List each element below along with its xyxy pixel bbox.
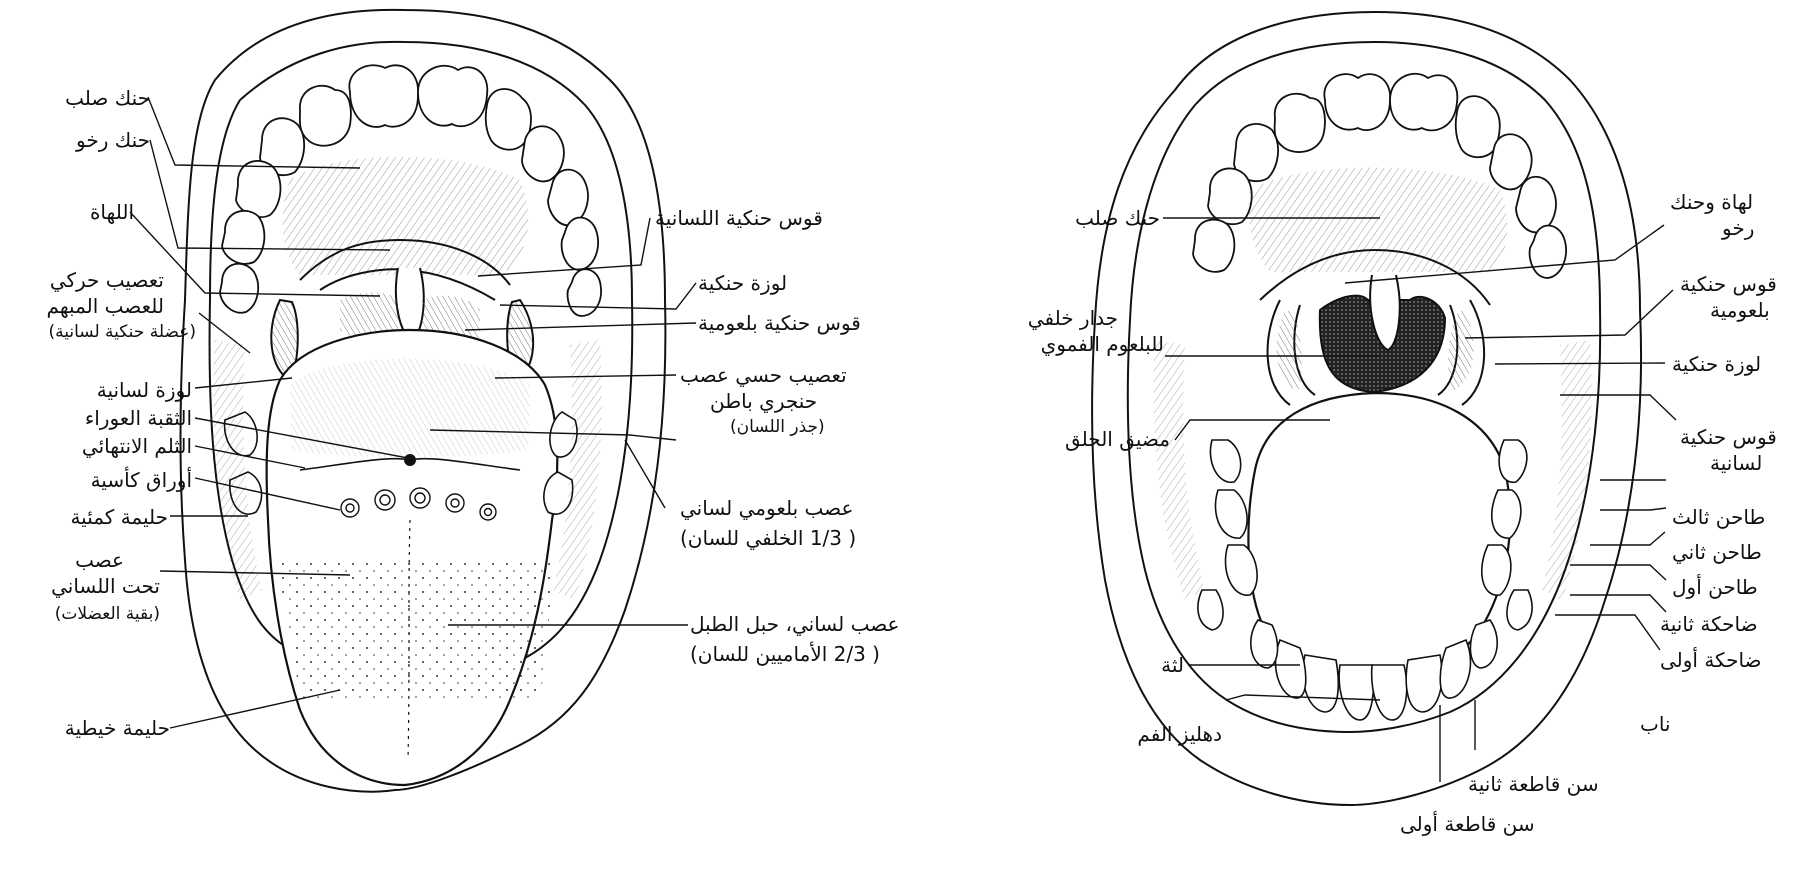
left-label-uvula: اللهاة [89, 200, 134, 224]
left-label-sensory-2: حنجري باطن [710, 389, 818, 413]
left-label-hypoglossal-3: (بقية العضلات) [54, 604, 160, 624]
right-label-lateral-incisor: سن قاطعة ثانية [1468, 772, 1599, 796]
right-label-pp-arch-1: قوس حنكية [1680, 272, 1777, 296]
left-label-lingual-tonsil: لوزة لسانية [96, 378, 192, 402]
right-leader-lines [1163, 217, 1677, 782]
right-label-isthmus: مضيق الحلق [1065, 427, 1170, 451]
right-mouth-illustration [1091, 10, 1643, 807]
right-label-pp-arch-2: بلعومية [1710, 298, 1770, 322]
left-label-hypoglossal-1: عصب [75, 548, 124, 572]
right-label-pg-arch-2: لسانية [1710, 451, 1763, 475]
left-leader-lines [129, 96, 697, 729]
left-label-terminal-sulcus: الثلم الانتهائي [81, 434, 192, 458]
left-label-fungiform-papilla: حليمة كمئية [70, 505, 168, 529]
right-label-vestibule: دهليز الفم [1137, 722, 1222, 746]
right-label-hard-palate: حنك صلب [1075, 206, 1160, 230]
left-label-sensory-1: تعصيب حسي عصب [680, 363, 847, 387]
right-label-pharynx-2: للبلعوم الفموي [1040, 332, 1164, 356]
left-label-palatine-tonsil: لوزة حنكية [698, 271, 788, 295]
right-label-pg-arch-1: قوس حنكية [1680, 425, 1777, 449]
left-label-lingual-1: عصب لساني، حبل الطبل [690, 612, 900, 636]
left-label-motor-1: تعصيب حركي [49, 268, 164, 292]
left-label-lingual-2: ( 2/3 الأماميين للسان) [690, 642, 880, 666]
left-label-soft-palate: حنك رخو [76, 128, 150, 152]
left-label-glossopharyngeal-1: عصب بلعومي لساني [680, 496, 854, 520]
right-label-palatine-tonsil: لوزة حنكية [1672, 352, 1762, 376]
left-mouth-illustration [179, 8, 667, 793]
left-label-motor-3: (عضلة حنكية لسانية) [48, 322, 196, 342]
left-label-glossopharyngeal-2: ( 1/3 الخلفي للسان) [680, 526, 857, 550]
right-label-third-molar: طاحن ثالث [1672, 505, 1766, 529]
right-label-uvula-2: رخو [1722, 216, 1755, 240]
left-label-foliate-papillae: أوراق كأسية [90, 468, 192, 492]
right-label-second-molar: طاحن ثاني [1672, 540, 1762, 564]
right-label-first-premolar: ضاحكة أولى [1660, 648, 1762, 672]
right-label-second-premolar: ضاحكة ثانية [1660, 612, 1758, 636]
left-label-foramen-cecum: الثقبة العوراء [84, 406, 192, 430]
right-label-pharynx-1: جدار خلفي [1027, 306, 1118, 330]
right-label-first-molar: طاحن أول [1672, 575, 1758, 599]
left-label-palatoglossal-arch: قوس حنكية اللسانية [655, 206, 823, 230]
left-label-filiform-papilla: حليمة خيطية [64, 716, 170, 740]
right-label-uvula-1: لهاة وحنك [1670, 190, 1754, 214]
left-label-palatopharyngeal-arch: قوس حنكية بلعومية [698, 311, 861, 335]
left-label-hypoglossal-2: تحت اللساني [51, 574, 160, 598]
left-label-motor-2: للعصب المبهم [46, 294, 164, 318]
right-label-canine: ناب [1640, 712, 1671, 736]
right-label-gum: لثة [1161, 653, 1184, 677]
left-label-hard-palate: حنك صلب [65, 86, 150, 110]
right-label-central-incisor: سن قاطعة أولى [1400, 812, 1535, 836]
left-label-sensory-3: (جذر اللسان) [730, 417, 825, 437]
